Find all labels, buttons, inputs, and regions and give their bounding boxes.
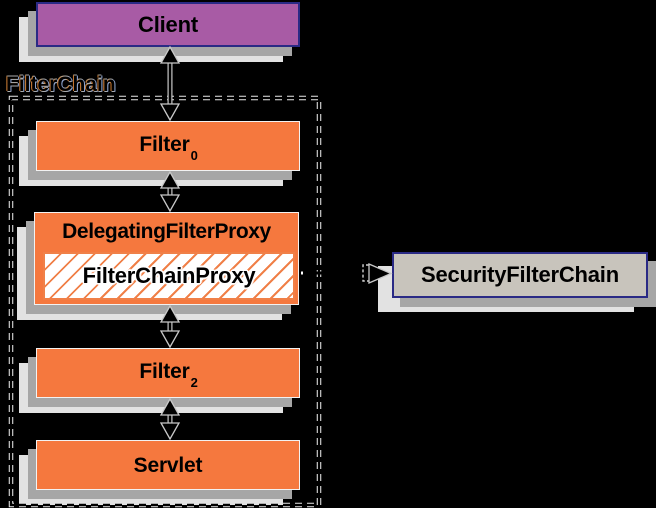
- client-label: Client: [138, 11, 198, 37]
- security-filter-chain-node: SecurityFilterChain: [392, 252, 648, 298]
- servlet-node: Servlet: [36, 440, 300, 490]
- filter0-node: Filter0: [36, 121, 300, 171]
- delegating-filter-proxy-label: DelegatingFilterProxy: [62, 220, 271, 243]
- filter0-label: Filter0: [139, 132, 198, 164]
- arrowhead-down-icon: [159, 103, 181, 122]
- arrowhead-down-icon: [159, 330, 181, 349]
- tail-dash-bracket: [362, 264, 369, 282]
- arrowhead-down-icon: [159, 194, 181, 213]
- tail-start-tick: [301, 271, 304, 275]
- filter2-subscript: 2: [190, 375, 198, 391]
- filter2-node: Filter2: [36, 348, 300, 398]
- delegating-filter-proxy-node: DelegatingFilterProxy FilterChainProxy: [34, 212, 299, 305]
- security-filter-chain-label: SecurityFilterChain: [421, 262, 619, 287]
- filter2-label: Filter2: [139, 359, 198, 391]
- client-node: Client: [36, 2, 300, 47]
- arrowhead-down-icon: [159, 422, 181, 441]
- filter-chain-proxy-label: FilterChainProxy: [82, 263, 256, 288]
- filterchain-group-label: FilterChain: [6, 73, 116, 96]
- filter-chain-proxy-node: FilterChainProxy: [43, 252, 295, 300]
- filter0-subscript: 0: [190, 148, 198, 164]
- servlet-label: Servlet: [133, 453, 203, 477]
